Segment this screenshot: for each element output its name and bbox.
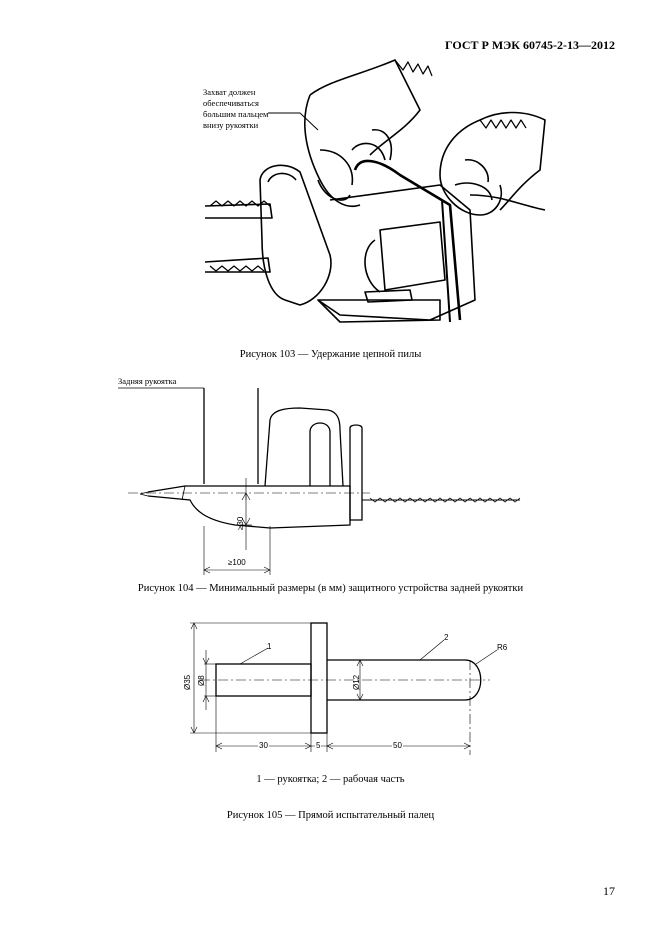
dim-50-label: 50 bbox=[392, 741, 403, 750]
figure-105-caption: Рисунок 105 — Прямой испытательный палец bbox=[226, 810, 435, 821]
note-line: внизу рукоятки bbox=[203, 120, 259, 130]
dimension-length-label: ≥100 bbox=[228, 558, 246, 567]
dia-35-label: Ø35 bbox=[183, 674, 192, 690]
figure-104-caption: Рисунок 104 — Минимальный размеры (в мм)… bbox=[137, 583, 524, 594]
dim-30-label: 30 bbox=[258, 741, 269, 750]
dim-5-label: 5 bbox=[315, 741, 322, 750]
label-2: 2 bbox=[444, 633, 449, 642]
figure-103-note: Захват должен обеспечиваться большим пал… bbox=[203, 87, 268, 131]
page-number: 17 bbox=[603, 884, 615, 898]
rear-handle-label: Задняя рукоятка bbox=[118, 376, 177, 386]
label-1: 1 bbox=[267, 642, 272, 651]
dia-8-label: Ø8 bbox=[197, 675, 206, 686]
note-line: Захват должен bbox=[203, 87, 256, 97]
radius-label: R6 bbox=[497, 643, 508, 652]
figure-103-caption: Рисунок 103 — Удержание цепной пилы bbox=[239, 349, 422, 360]
figure-105-legend: 1 — рукоятка; 2 — рабочая часть bbox=[256, 774, 405, 785]
note-line: большим пальцем bbox=[203, 109, 269, 119]
document-header: ГОСТ Р МЭК 60745-2-13—2012 bbox=[445, 38, 615, 52]
dia-12-label: Ø12 bbox=[352, 674, 361, 690]
note-line: обеспечиваться bbox=[203, 98, 259, 108]
